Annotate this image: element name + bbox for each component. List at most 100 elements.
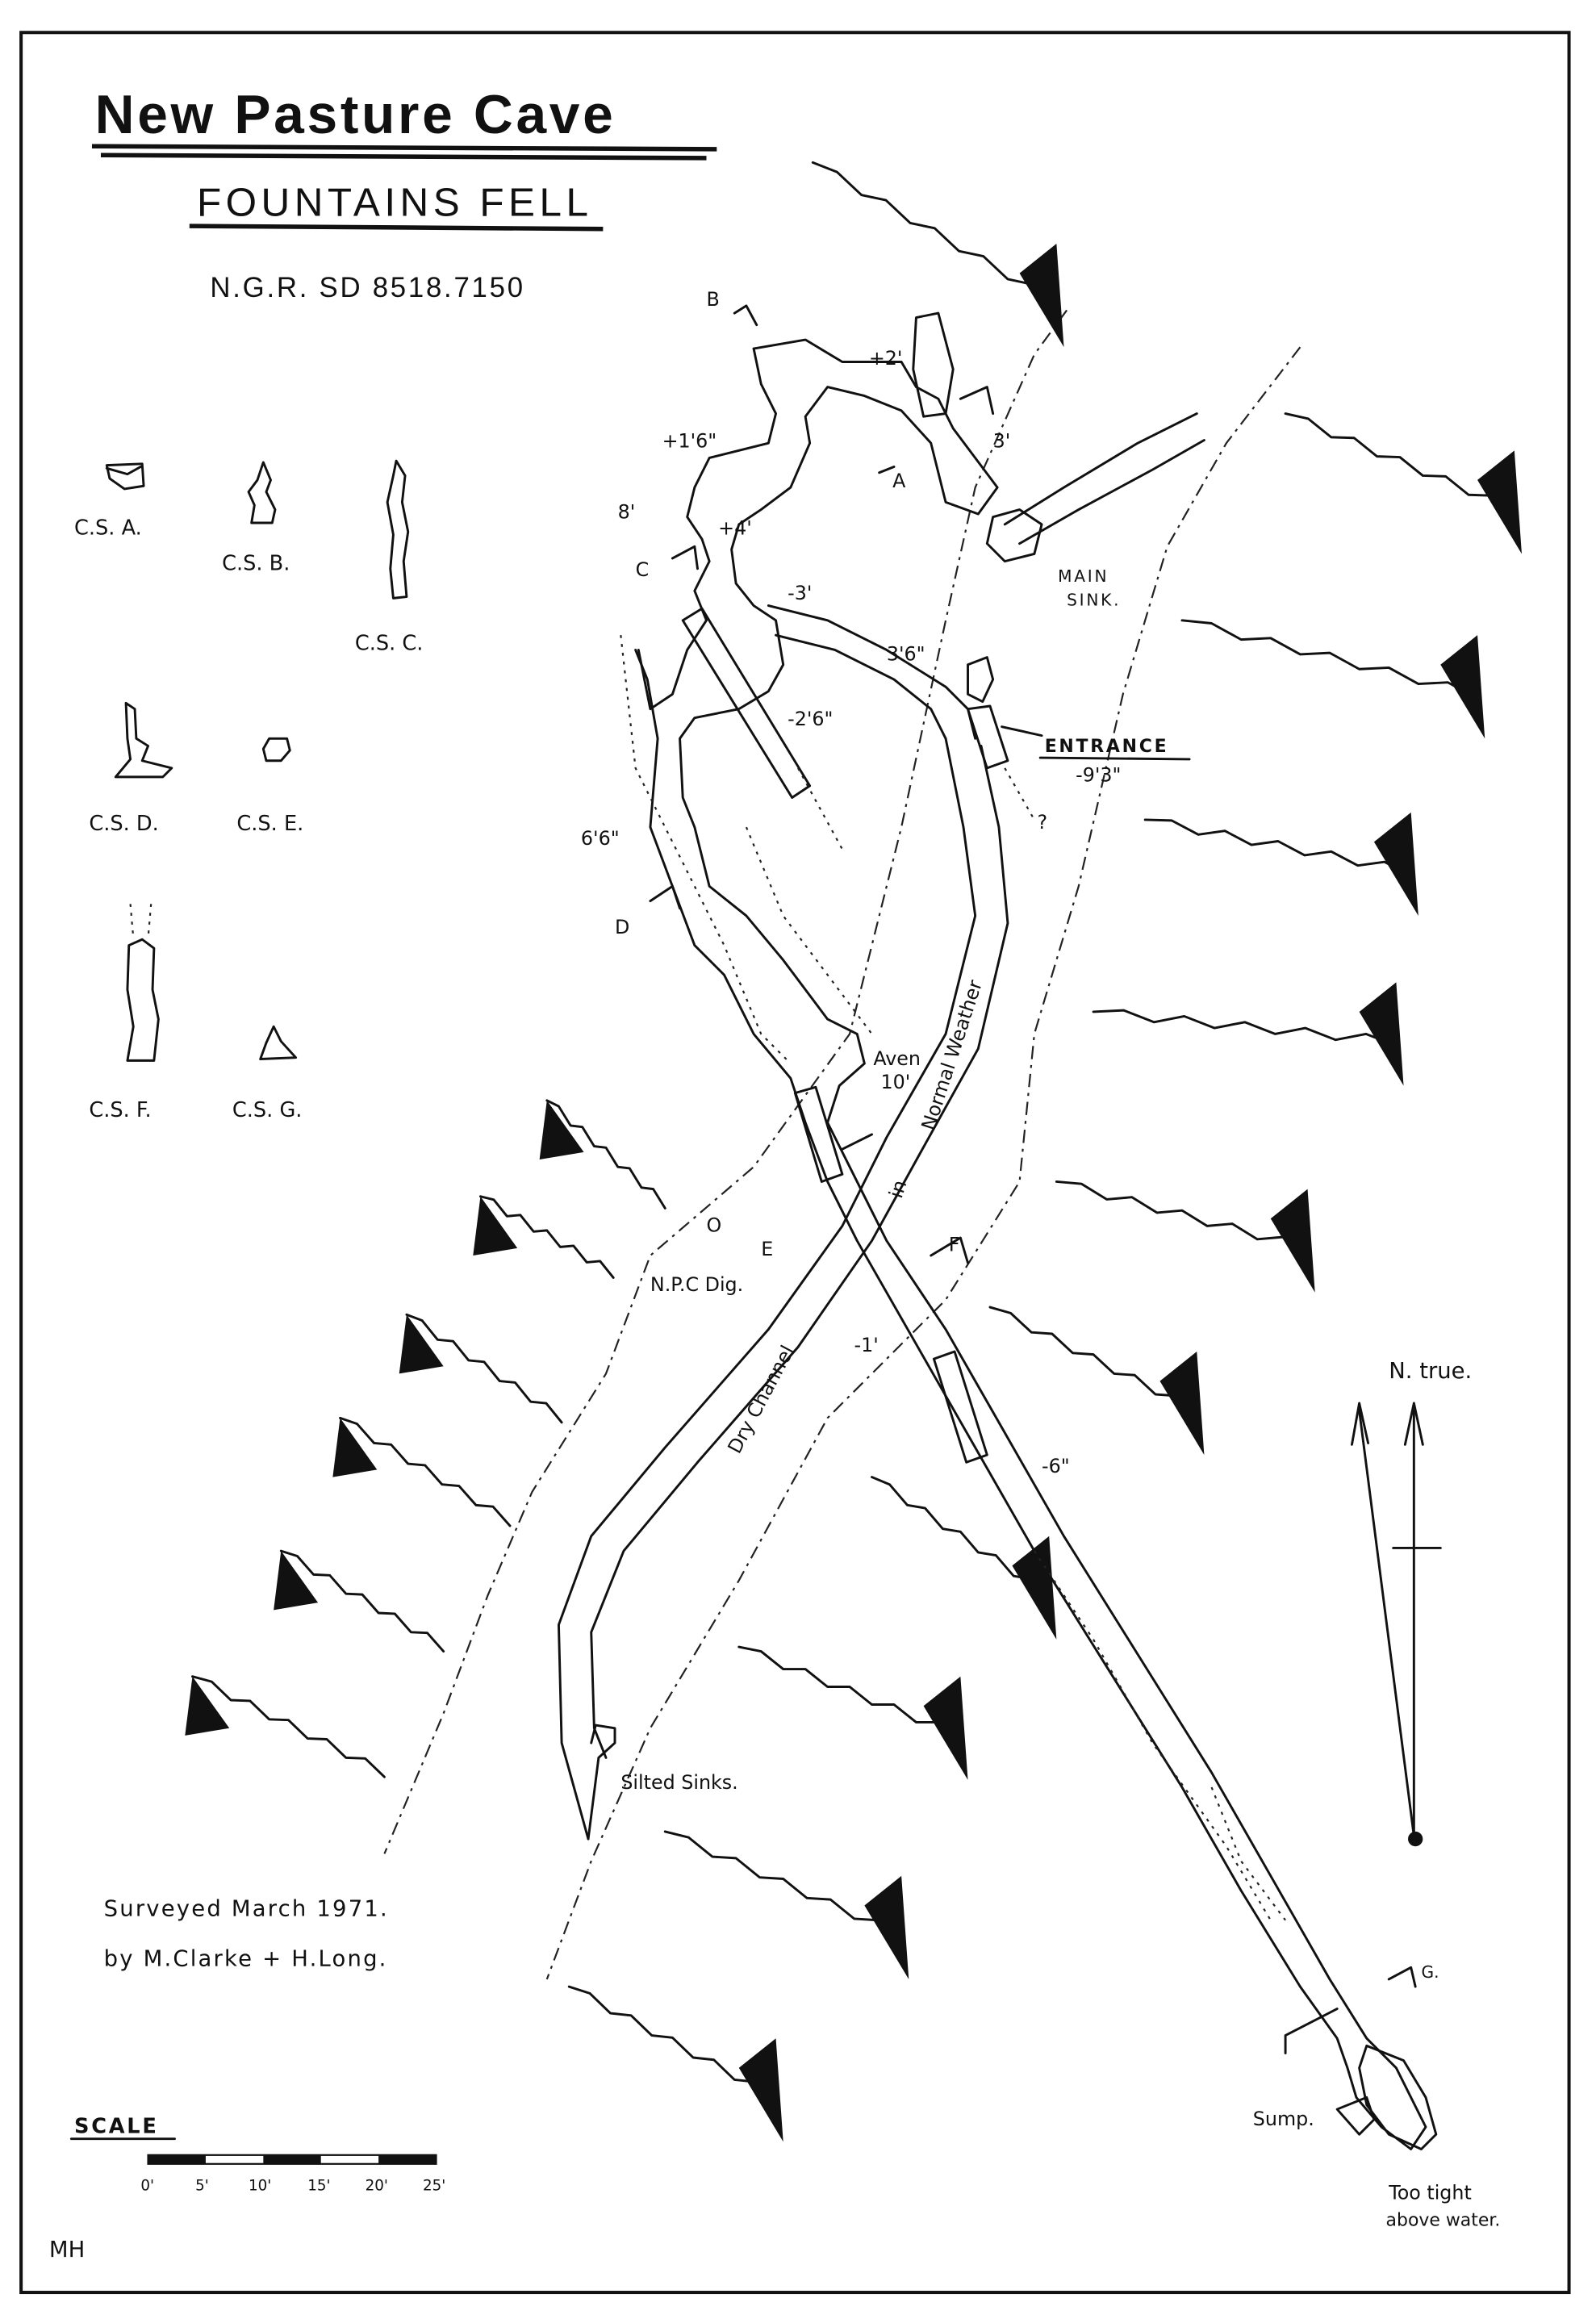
- dotted-extension: [797, 767, 1035, 850]
- scarp-hachure: [1159, 1351, 1205, 1456]
- silted-sinks-end: [587, 1724, 616, 1841]
- scale-segment: [263, 2154, 321, 2164]
- scale-tick-label: 20': [366, 2178, 388, 2195]
- cross-section-f-shape: [126, 938, 160, 1062]
- unknown-continuation-label: ?: [1038, 811, 1048, 834]
- magnetic-north-line: [1358, 1409, 1415, 1837]
- aven-height-label: 10': [881, 1071, 911, 1093]
- section-f-label: F: [949, 1233, 960, 1256]
- sump-label: Sump.: [1253, 2108, 1314, 2130]
- entrance-label: ENTRANCE: [1045, 737, 1169, 757]
- scarp-hachure: [738, 2038, 783, 2142]
- scarp-hachure: [923, 1676, 968, 1780]
- height-label: 6'6": [581, 827, 620, 850]
- section-d-label: D: [615, 916, 629, 938]
- scarp-line: [663, 1830, 903, 1941]
- map-title: New Pasture Cave: [95, 85, 616, 145]
- main-sink-boulders: [985, 508, 1043, 563]
- height-label: +4': [718, 517, 752, 540]
- channel-bank-east: [590, 744, 1009, 1759]
- scarp-hachure: [1012, 1536, 1057, 1640]
- scarp-hachure: [539, 1100, 584, 1160]
- cross-section-d-label: C.S. D.: [89, 812, 158, 836]
- north-arrow: N. true.: [1351, 1359, 1472, 1847]
- scarp-hachure: [1373, 812, 1418, 916]
- valley-edge-west: [383, 309, 1068, 1854]
- npc-dig-label: N.P.C Dig.: [650, 1273, 743, 1296]
- subtitle-underline: [189, 224, 604, 232]
- main-sink-passage: [1003, 412, 1205, 545]
- survey-credit-line1: Surveyed March 1971.: [104, 1896, 389, 1921]
- depth-label: -2'6": [788, 708, 833, 730]
- scarp-hachure: [1270, 1189, 1315, 1293]
- section-markers: [649, 304, 1417, 2054]
- cross-section-f-label: C.S. F.: [89, 1098, 151, 1122]
- too-tight-label-2: above water.: [1386, 2211, 1501, 2231]
- cross-section-b-shape: [247, 461, 277, 524]
- shakehole-scarps: [185, 161, 1522, 2142]
- map-frame: [19, 31, 1571, 2295]
- scale-tick-label: 25': [423, 2178, 445, 2195]
- scale-title: SCALE: [74, 2114, 159, 2138]
- scarp-line: [1055, 1180, 1310, 1254]
- too-tight-label: Too tight: [1388, 2182, 1472, 2204]
- entrance-underline: [1038, 756, 1191, 761]
- cross-section-d-shape: [114, 701, 173, 779]
- hatched-climb: [793, 1085, 844, 1183]
- cross-section-e-label: C.S. E.: [236, 812, 303, 836]
- height-label: 3': [993, 430, 1011, 453]
- grid-reference: N.G.R. SD 8518.7150: [210, 273, 524, 303]
- cross-section-a-label: C.S. A.: [74, 516, 142, 541]
- scarp-hachure: [1019, 244, 1064, 348]
- scarp-line: [811, 161, 1058, 309]
- hatched-climb: [932, 1350, 988, 1464]
- scarp-line: [1284, 412, 1516, 516]
- scarp-line: [1092, 1009, 1398, 1047]
- dotted-extension: [1033, 1550, 1286, 1921]
- dotted-extension: [620, 635, 792, 1064]
- scale-tick-label: 10': [249, 2178, 271, 2195]
- map-subtitle: FOUNTAINS FELL: [197, 180, 593, 224]
- section-a-label: A: [892, 470, 906, 492]
- passage-wall-east: [634, 338, 1427, 2150]
- dry-channel-label: Dry Channel: [723, 1342, 799, 1457]
- channel-bank-west: [557, 737, 977, 1841]
- scarp-line: [1180, 619, 1479, 700]
- scarp-line: [1143, 818, 1413, 877]
- cross-section-g-shape: [259, 1025, 298, 1060]
- silted-sinks-label: Silted Sinks.: [620, 1771, 737, 1794]
- cross-section-c-label: C.S. C.: [355, 631, 424, 655]
- scarp-hachure: [1359, 982, 1404, 1086]
- depth-label: -6": [1042, 1455, 1070, 1477]
- main-sink-label: MAIN: [1058, 566, 1109, 586]
- scarp-line: [405, 1313, 563, 1424]
- arrow-heads: [1351, 1402, 1424, 1446]
- survey-credit-line2: by M.Clarke + H.Long.: [104, 1946, 388, 1971]
- dig-marker: O: [707, 1214, 722, 1237]
- hatched-climb: [681, 607, 812, 799]
- depth-label: -1': [854, 1334, 879, 1356]
- scale-segment: [148, 2154, 206, 2164]
- boulder-choke-top: [912, 311, 955, 418]
- cross-section-c-shape: [386, 459, 410, 600]
- cross-section-e-shape: [261, 737, 291, 763]
- scarp-hachure: [864, 1875, 909, 1979]
- scarp-hachure: [399, 1314, 444, 1374]
- section-b-label: B: [707, 288, 720, 311]
- stream-channel: [557, 737, 1009, 1841]
- depth-label: -3': [788, 582, 812, 604]
- scarp-hachure: [473, 1196, 518, 1256]
- scale-tick-label: 15': [307, 2178, 330, 2195]
- scarp-line: [737, 1645, 962, 1741]
- scale-tick-label: 0': [140, 2178, 154, 2195]
- height-label: +1'6": [662, 430, 717, 453]
- scarp-line: [567, 1985, 778, 2104]
- section-e-label: E: [761, 1238, 773, 1260]
- cross-section-f-dotted: [129, 904, 152, 938]
- scarp-hachure: [185, 1676, 230, 1736]
- height-label: 3'6": [887, 642, 925, 665]
- normal-weather-label: Normal Weather: [917, 977, 987, 1133]
- scarp-hachure: [332, 1418, 378, 1477]
- title-underline: [91, 144, 717, 152]
- scarp-hachure: [1477, 450, 1522, 554]
